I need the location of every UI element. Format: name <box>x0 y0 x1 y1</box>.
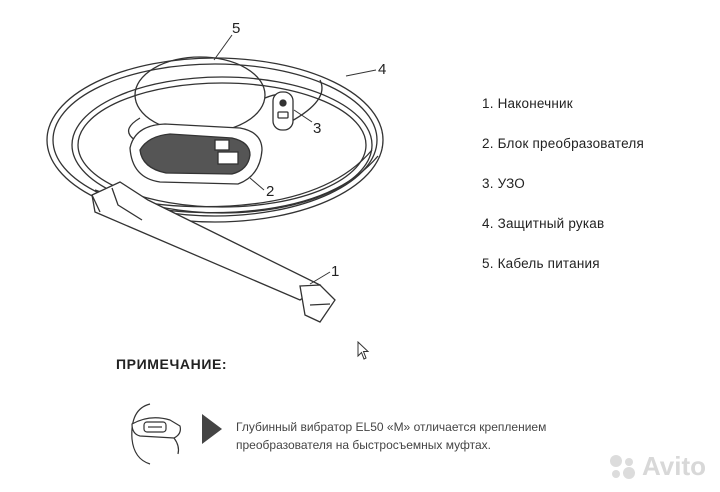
callout-5: 5 <box>232 20 240 37</box>
callout-4: 4 <box>378 61 386 78</box>
note-text: Глубинный вибратор EL50 «М» отличается к… <box>236 418 616 454</box>
note-line-2: преобразователя на быстросъемных муфтах. <box>236 438 491 452</box>
callout-1: 1 <box>331 263 339 280</box>
vibrator-diagram: 1 2 3 4 5 <box>46 20 386 323</box>
note-converter-illustration <box>131 403 222 465</box>
mouse-cursor-icon <box>357 341 370 360</box>
legend-item-converter: 2. Блок преобразователя <box>482 136 644 151</box>
avito-logo-icon <box>609 454 635 479</box>
legend-item-tip: 1. Наконечник <box>482 96 573 111</box>
callout-3: 3 <box>313 120 321 137</box>
legend-item-hose: 4. Защитный рукав <box>482 216 605 231</box>
vibrator-tip <box>91 181 336 323</box>
avito-watermark: Avito <box>608 451 706 482</box>
legend-item-cable: 5. Кабель питания <box>482 256 600 271</box>
callout-2: 2 <box>266 183 274 200</box>
note-line-1: Глубинный вибратор EL50 «М» отличается к… <box>236 420 547 434</box>
converter-block <box>129 123 263 185</box>
legend-item-rcd: 3. УЗО <box>482 176 525 191</box>
parts-legend: 1. Наконечник 2. Блок преобразователя 3.… <box>482 94 644 294</box>
watermark-text: Avito <box>641 451 706 481</box>
note-title: ПРИМЕЧАНИЕ: <box>116 356 228 372</box>
note-pointer-icon <box>202 414 222 444</box>
rcd-device <box>272 91 294 131</box>
